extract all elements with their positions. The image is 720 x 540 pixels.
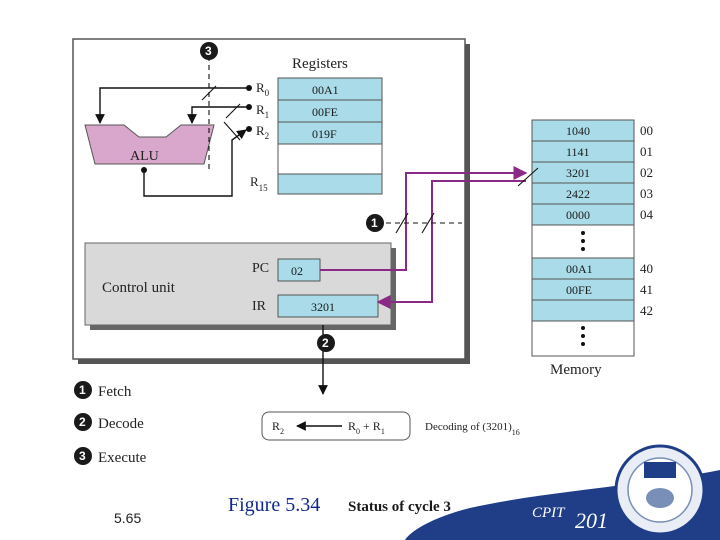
memory-address-41: 41 bbox=[640, 282, 653, 297]
memory-value-03: 2422 bbox=[566, 187, 590, 201]
legend-badge-decode: 2 bbox=[74, 413, 92, 431]
step-badge-3: 3 bbox=[200, 42, 218, 60]
register-cell-r15 bbox=[277, 173, 383, 195]
pc-label: PC bbox=[252, 261, 269, 276]
fetch-tick-3 bbox=[517, 167, 539, 187]
register-label-r15: R15 bbox=[250, 174, 268, 193]
register-value-r1: 00FE bbox=[312, 105, 338, 119]
svg-text:1: 1 bbox=[371, 216, 378, 230]
step-badge-2: 2 bbox=[317, 334, 335, 352]
svg-text:3: 3 bbox=[79, 449, 86, 463]
step-badge-1: 1 bbox=[366, 214, 384, 232]
memory-address-03: 03 bbox=[640, 186, 653, 201]
memory-value-02: 3201 bbox=[566, 166, 590, 180]
memory-title: Memory bbox=[550, 362, 602, 378]
legend-badge-execute: 3 bbox=[74, 447, 92, 465]
memory-value-01: 1141 bbox=[566, 145, 590, 159]
decode-expression: R0+R1 bbox=[348, 419, 385, 436]
legend-label-fetch: Fetch bbox=[98, 384, 132, 400]
legend-badge-fetch: 1 bbox=[74, 381, 92, 399]
path-memory-to-ir bbox=[376, 180, 526, 309]
course-code-prefix: CPIT bbox=[532, 505, 565, 521]
svg-text:2: 2 bbox=[79, 415, 86, 429]
svg-text:1: 1 bbox=[79, 383, 86, 397]
memory-value-00: 1040 bbox=[566, 124, 590, 138]
path-r1-to-alu bbox=[187, 106, 249, 124]
memory-value-40: 00A1 bbox=[566, 262, 593, 276]
step-legend: 1 Fetch 2 Decode 3 Execute bbox=[74, 381, 147, 466]
svg-text:3: 3 bbox=[205, 44, 212, 58]
memory-address-00: 00 bbox=[640, 123, 653, 138]
register-value-r2: 019F bbox=[312, 127, 337, 141]
figure-title: Status of cycle 3 bbox=[348, 499, 451, 515]
legend-label-decode: Decode bbox=[98, 416, 144, 432]
memory-address-40: 40 bbox=[640, 261, 653, 276]
decode-destination: R2 bbox=[272, 419, 284, 436]
ir-label: IR bbox=[252, 299, 267, 314]
path-r0-to-alu bbox=[95, 87, 249, 124]
memory-ellipsis-upper bbox=[581, 231, 585, 251]
memory-cell-04 bbox=[531, 203, 635, 226]
memory-cell-42 bbox=[531, 299, 635, 322]
register-cell-r2 bbox=[277, 121, 383, 145]
decode-note: Decoding of (3201)16 bbox=[425, 421, 520, 437]
execute-tick-1 bbox=[201, 85, 217, 101]
ir-value: 3201 bbox=[311, 300, 335, 314]
fetch-tick-1 bbox=[395, 212, 409, 234]
svg-text:2: 2 bbox=[322, 336, 329, 350]
path-pc-to-memory bbox=[320, 166, 528, 271]
memory-address-01: 01 bbox=[640, 144, 653, 159]
course-code-number: 201 bbox=[575, 508, 608, 533]
execute-tick-2 bbox=[225, 103, 241, 119]
control-unit-label: Control unit bbox=[102, 280, 176, 296]
memory-value-41: 00FE bbox=[566, 283, 592, 297]
memory-address-04: 04 bbox=[640, 207, 654, 222]
slide-number: 5.65 bbox=[114, 510, 142, 526]
pc-value: 02 bbox=[291, 264, 303, 278]
memory-address-02: 02 bbox=[640, 165, 653, 180]
memory-address-42: 42 bbox=[640, 303, 653, 318]
fetch-tick-2 bbox=[421, 212, 435, 234]
figure-number: Figure 5.34 bbox=[228, 494, 321, 516]
alu-label: ALU bbox=[130, 149, 159, 164]
memory-value-04: 0000 bbox=[566, 208, 590, 222]
registers-title: Registers bbox=[292, 56, 348, 72]
legend-label-execute: Execute bbox=[98, 450, 147, 466]
register-label-r1: R1 bbox=[256, 102, 269, 120]
register-port-r2 bbox=[246, 126, 252, 132]
alu-shape bbox=[84, 124, 215, 165]
register-label-r2: R2 bbox=[256, 123, 269, 141]
register-value-r0: 00A1 bbox=[312, 83, 339, 97]
memory-ellipsis-lower bbox=[581, 326, 585, 346]
register-label-r0: R0 bbox=[256, 80, 270, 98]
execute-tick-3 bbox=[223, 121, 241, 141]
